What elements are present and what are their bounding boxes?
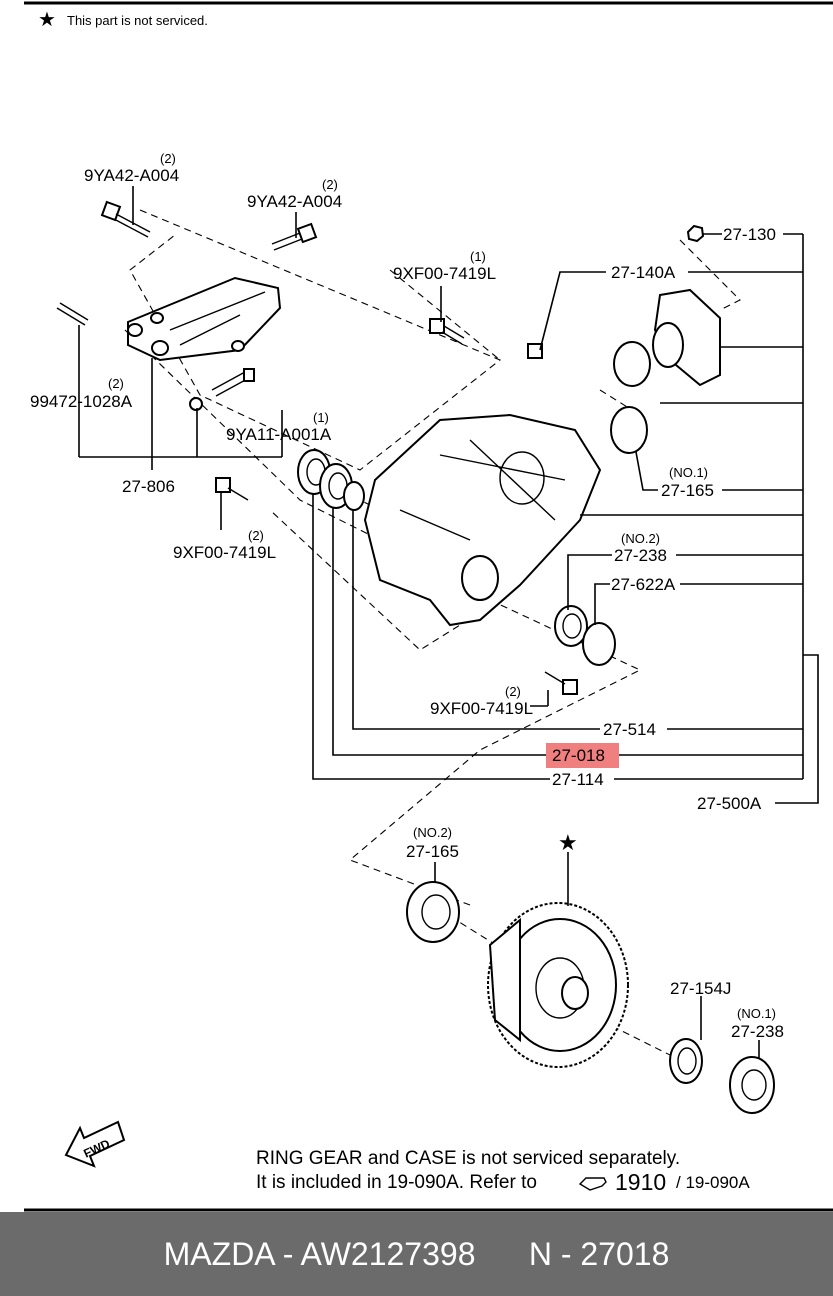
callout-9xf00-7419l-a: (1) 9XF00-7419L <box>393 249 496 283</box>
bracket-27-806 <box>127 276 282 362</box>
callout-27-238-no2: (NO.2) 27-238 <box>614 531 667 565</box>
callout-27-238-no1: (NO.1) 27-238 <box>731 1006 784 1041</box>
callout-27-165-no2: (NO.2) 27-165 <box>406 825 459 861</box>
svg-text:9XF00-7419L: 9XF00-7419L <box>393 264 496 283</box>
bolt-9ya42-a004-a <box>100 200 151 238</box>
svg-text:RING GEAR and CASE is not serv: RING GEAR and CASE is not serviced separ… <box>256 1148 680 1169</box>
svg-text:9XF00-7419L: 9XF00-7419L <box>430 699 533 718</box>
callout-27-514: 27-514 <box>603 720 656 739</box>
svg-text:27-140A: 27-140A <box>611 263 676 282</box>
callout-27-500a: 27-500A <box>697 794 762 813</box>
svg-text:(2): (2) <box>505 684 521 699</box>
bearing-27-165-no2 <box>406 881 460 943</box>
oring-27-622a <box>582 622 616 666</box>
callout-9xf00-7419l-b: (2) 9XF00-7419L <box>173 528 276 562</box>
highlight-box <box>546 743 619 768</box>
bearing-27-238-no1 <box>729 1056 775 1114</box>
svg-text:(2): (2) <box>322 177 338 192</box>
callout-27-806: 27-806 <box>122 477 175 496</box>
callout-27-165-no1: (NO.1) 27-165 <box>661 465 714 500</box>
shim-27-238-no2 <box>554 605 588 647</box>
svg-text:27-806: 27-806 <box>122 477 175 496</box>
plug-27-140a <box>527 343 543 359</box>
nut-27-130 <box>686 224 705 243</box>
callout-27-130: 27-130 <box>723 225 776 244</box>
svg-text:(2): (2) <box>248 528 264 543</box>
svg-text:27-238: 27-238 <box>614 546 667 565</box>
callout-27-622a: 27-622A <box>611 575 676 594</box>
svg-text:27-514: 27-514 <box>603 720 656 739</box>
svg-text:9YA42-A004: 9YA42-A004 <box>84 166 179 185</box>
svg-text:27-500A: 27-500A <box>697 794 762 813</box>
callout-27-140a: 27-140A <box>611 263 676 282</box>
svg-text:9YA11-A001A: 9YA11-A001A <box>226 425 332 444</box>
svg-text:27-154J: 27-154J <box>670 979 731 998</box>
svg-text:(NO.1): (NO.1) <box>737 1006 776 1021</box>
svg-text:It is included in 19-090A. Ref: It is included in 19-090A. Refer to <box>256 1172 537 1193</box>
bolt-9ya11-a001a <box>189 368 255 411</box>
svg-text:27-114: 27-114 <box>552 770 604 789</box>
star-icon: ★ <box>558 830 578 855</box>
diagram-part-number: N - 27018 <box>528 1235 670 1272</box>
brand-part-number: MAZDA - AW2127398 <box>163 1235 476 1272</box>
svg-text:27-622A: 27-622A <box>611 575 676 594</box>
svg-text:27-165: 27-165 <box>406 842 459 861</box>
bolt-9xf00-7419l-b <box>215 477 249 501</box>
ring-gear-and-case <box>487 902 629 1068</box>
note-text: This part is not serviced. <box>67 13 208 28</box>
callout-27-018: 27-018 <box>546 743 619 768</box>
callout-9ya11-a001a: (1) 9YA11-A001A <box>226 410 332 444</box>
callout-27-154j: 27-154J <box>670 979 731 998</box>
leader-lines <box>78 186 819 1058</box>
transfer-case-body <box>363 413 602 627</box>
svg-text:27-018: 27-018 <box>552 746 605 765</box>
extension-housing <box>610 288 721 454</box>
callout-9ya42-a004-b: (2) 9YA42-A004 <box>247 177 342 211</box>
bolt-9xf00-7419l-c <box>544 671 578 695</box>
svg-text:(2): (2) <box>108 376 124 391</box>
part-number-banner: MAZDA - AW2127398 N - 27018 <box>0 1212 833 1296</box>
bolt-9xf00-7419l-a <box>429 318 465 345</box>
svg-text:27-238: 27-238 <box>731 1022 784 1041</box>
svg-text:(NO.1): (NO.1) <box>669 465 708 480</box>
callout-star: ★ <box>558 830 578 855</box>
star-icon: ★ <box>38 9 56 31</box>
callout-9ya42-a004-a: (2) 9YA42-A004 <box>84 151 179 185</box>
svg-text:1910: 1910 <box>615 1169 666 1195</box>
parts-diagram: ★ This part is not serviced. <box>24 1 833 1212</box>
shim-27-154j <box>669 1038 703 1084</box>
svg-text:9XF00-7419L: 9XF00-7419L <box>173 543 276 562</box>
svg-text:(2): (2) <box>160 151 176 166</box>
svg-text:/ 19-090A: / 19-090A <box>676 1173 750 1192</box>
pointing-hand-icon <box>578 1177 607 1191</box>
svg-text:27-165: 27-165 <box>661 481 714 500</box>
bolt-9ya42-a004-b <box>271 222 318 251</box>
callout-9xf00-7419l-c: (2) 9XF00-7419L <box>430 684 533 718</box>
svg-text:(1): (1) <box>470 249 486 264</box>
svg-text:(NO.2): (NO.2) <box>621 531 660 546</box>
fwd-arrow-icon: FWD <box>64 1120 126 1168</box>
callout-27-114: 27-114 <box>552 770 604 789</box>
svg-text:(1): (1) <box>313 410 329 425</box>
footnote: RING GEAR and CASE is not serviced separ… <box>256 1148 750 1195</box>
ring-27-514 <box>343 481 365 511</box>
svg-text:27-130: 27-130 <box>723 225 776 244</box>
callout-99472-1028a: (2) 99472-1028A <box>30 376 133 411</box>
bolt-99472-1028a <box>56 302 89 326</box>
svg-text:(NO.2): (NO.2) <box>413 825 452 840</box>
svg-text:99472-1028A: 99472-1028A <box>30 392 133 411</box>
svg-text:9YA42-A004: 9YA42-A004 <box>247 192 342 211</box>
